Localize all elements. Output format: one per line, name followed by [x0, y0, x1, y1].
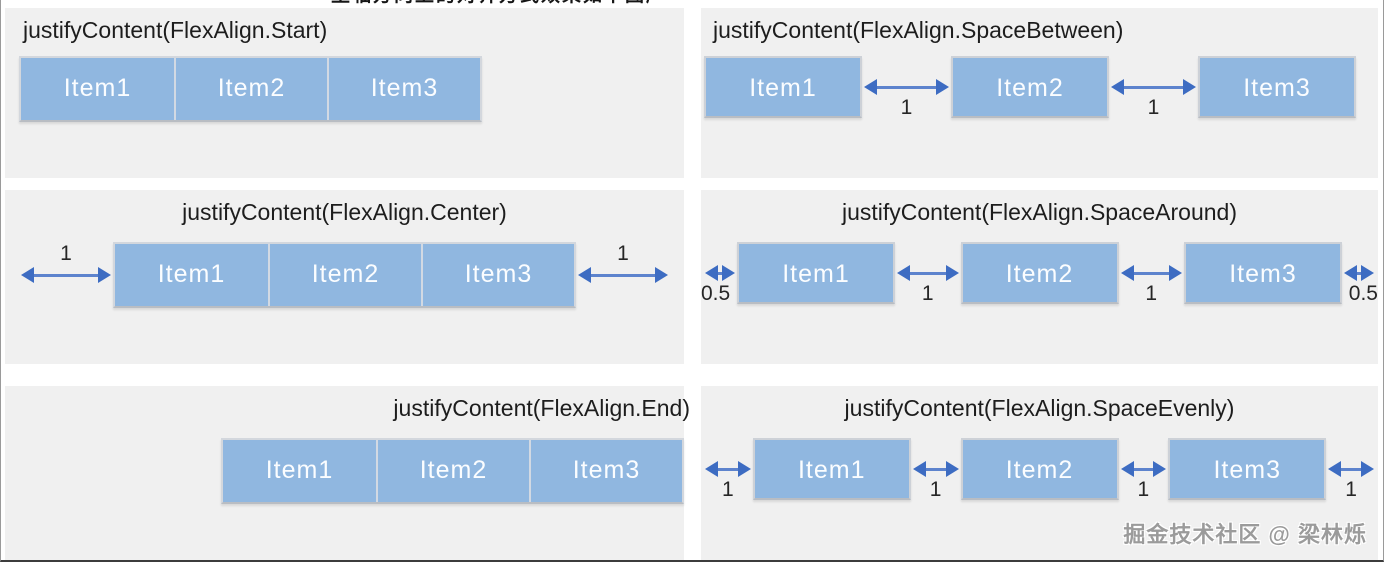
double-arrow-icon [1344, 265, 1374, 281]
gap-value: 1 [60, 242, 72, 265]
double-arrow-icon [1120, 265, 1182, 281]
gap-value: 1 [929, 478, 942, 501]
double-arrow-icon [1111, 79, 1196, 95]
flex-demo-row: 1 Item1 1 Item2 1 Item3 1 [701, 438, 1378, 501]
flex-item: Item3 [1198, 56, 1356, 118]
double-arrow-icon [897, 265, 959, 281]
gap-value: 1 [1147, 96, 1160, 119]
panel-flexalign-spacebetween: justifyContent(FlexAlign.SpaceBetween) I… [701, 8, 1378, 178]
panel-title: justifyContent(FlexAlign.End) [393, 395, 690, 421]
panel-flexalign-end: justifyContent(FlexAlign.End) Item1 Item… [5, 386, 690, 560]
panel-flexalign-spaceevenly: justifyContent(FlexAlign.SpaceEvenly) 1 … [701, 386, 1378, 560]
flex-demo-row: Item1 Item2 Item3 [5, 56, 684, 122]
clipped-text-fragment: 主轴方向上的对齐方式效果如下图所示 [331, 0, 653, 7]
gap-value: 0.5 [1348, 282, 1378, 305]
panel-flexalign-start: justifyContent(FlexAlign.Start) Item1 It… [5, 8, 684, 178]
double-arrow-icon [1328, 461, 1374, 477]
flex-item: Item3 [1168, 438, 1327, 500]
flex-item: Item3 [529, 440, 682, 502]
flex-item: Item2 [376, 440, 529, 502]
flex-demo-row: Item1 1 Item2 1 Item3 [701, 56, 1378, 119]
item-strip: Item1 Item2 Item3 [221, 438, 684, 504]
panel-title: justifyContent(FlexAlign.SpaceEvenly) [844, 395, 1235, 421]
panel-title: justifyContent(FlexAlign.SpaceAround) [841, 199, 1238, 225]
panel-flexalign-spacearound: justifyContent(FlexAlign.SpaceAround) 0.… [701, 190, 1378, 364]
flex-demo-row: 1 Item1 Item2 Item3 1 [5, 242, 684, 308]
flex-item: Item1 [157, 260, 226, 288]
flex-item: Item1 [63, 74, 132, 102]
double-arrow-icon [912, 461, 959, 477]
gap-value: 1 [900, 96, 913, 119]
gap-indicator: 1 [862, 56, 951, 119]
flex-item: Item3 [421, 244, 574, 306]
flex-item: Item1 [737, 242, 895, 304]
gap-value: 1 [1145, 282, 1158, 305]
item-strip: Item1 Item2 Item3 [113, 242, 576, 308]
double-arrow-icon [21, 267, 111, 283]
gap-indicator: 1 [1109, 56, 1198, 119]
flex-demo-row: 0.5 Item1 1 Item2 1 Item3 0.5 [701, 242, 1378, 305]
flex-item: Item3 [327, 58, 480, 120]
flex-demo-row: Item1 Item2 Item3 [5, 438, 684, 504]
gap-value: 1 [617, 242, 629, 265]
panel-title: justifyContent(FlexAlign.Center) [182, 199, 507, 225]
panel-title: justifyContent(FlexAlign.SpaceBetween) [713, 17, 1124, 43]
flex-item: Item1 [265, 456, 334, 484]
item-strip: Item1 Item2 Item3 [19, 56, 482, 122]
flex-item: Item2 [268, 244, 421, 306]
gap-indicator: 1 [1119, 242, 1185, 305]
watermark: 掘金技术社区 @ 梁林烁 [1123, 522, 1367, 547]
flex-item: Item2 [960, 242, 1119, 304]
panel-title: justifyContent(FlexAlign.Start) [23, 17, 328, 43]
flex-item: Item2 [951, 56, 1109, 118]
gap-value: 1 [921, 282, 934, 305]
double-arrow-icon [578, 267, 668, 283]
gap-indicator: 1 [895, 242, 961, 305]
gap-value: 1 [722, 478, 734, 501]
flex-item: Item1 [704, 56, 862, 118]
double-arrow-icon [705, 265, 735, 281]
double-arrow-icon [1120, 461, 1167, 477]
gap-value: 1 [1137, 478, 1150, 501]
gap-value: 1 [1345, 478, 1357, 501]
flex-item: Item2 [960, 438, 1119, 500]
flex-item: Item1 [752, 438, 911, 500]
flex-item: Item3 [1184, 242, 1342, 304]
gap-indicator: 1 [1326, 438, 1376, 501]
gap-indicator: 1 [1119, 438, 1169, 501]
flex-item: Item2 [174, 58, 327, 120]
edge-gap-indicator: 0.5 [1342, 242, 1378, 305]
panel-flexalign-center: justifyContent(FlexAlign.Center) 1 Item1… [5, 190, 684, 364]
gap-value: 0.5 [701, 282, 731, 305]
edge-gap-indicator: 0.5 [701, 242, 737, 305]
gap-indicator: 1 [703, 438, 753, 501]
double-arrow-icon [705, 461, 751, 477]
edge-gap-indicator: 1 [576, 242, 670, 306]
double-arrow-icon [864, 79, 949, 95]
gap-indicator: 1 [911, 438, 961, 501]
edge-gap-indicator: 1 [19, 242, 113, 306]
